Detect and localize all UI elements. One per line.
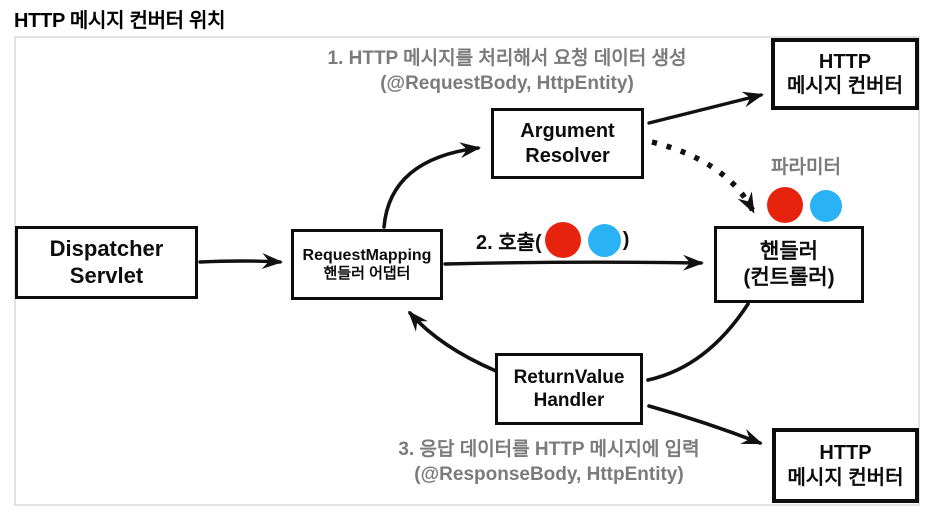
node-argument-resolver: Argument Resolver	[491, 108, 644, 179]
note-step1-line1: 1. HTTP 메시지를 처리해서 요청 데이터 생성	[327, 48, 687, 69]
parameter-blue-dot	[810, 190, 842, 222]
node-requestmapping-handler-adapter: RequestMapping 핸들러 어댑터	[291, 229, 443, 300]
node-label: 메시지 컨버터	[787, 466, 904, 489]
node-http-message-converter-bottom: HTTP 메시지 컨버터	[772, 428, 919, 503]
node-label: HTTP	[818, 50, 872, 73]
node-http-message-converter-top: HTTP 메시지 컨버터	[771, 38, 919, 110]
node-label: Servlet	[69, 262, 144, 288]
node-label: RequestMapping	[302, 246, 432, 264]
note-step1: 1. HTTP 메시지를 처리해서 요청 데이터 생성 (@RequestBod…	[272, 46, 742, 96]
note-step3-line2: (@ResponseBody, HttpEntity)	[414, 464, 684, 485]
note-step2-suffix: )	[622, 228, 630, 251]
node-label: Resolver	[525, 144, 610, 167]
note-step3-line1: 3. 응답 데이터를 HTTP 메시지에 입력	[398, 439, 700, 460]
node-label: Dispatcher	[49, 235, 164, 261]
node-label: 메시지 컨버터	[787, 75, 903, 97]
node-label: (컨트롤러)	[743, 265, 835, 289]
node-label: 핸들러	[760, 239, 818, 263]
note-step1-line2: (@RequestBody, HttpEntity)	[380, 73, 634, 94]
node-dispatcher-servlet: Dispatcher Servlet	[15, 226, 198, 299]
page-title: HTTP 메시지 컨버터 위치	[14, 10, 226, 32]
node-label: Handler	[533, 390, 605, 411]
parameter-label: 파라미터	[771, 157, 841, 178]
node-label: 핸들러 어댑터	[323, 265, 411, 283]
call-blue-dot	[587, 223, 621, 257]
node-label: Argument	[520, 120, 615, 143]
note-step2-prefix: 2. 호출(	[476, 231, 542, 254]
call-red-dot	[544, 222, 581, 258]
node-handler-controller: 핸들러 (컨트롤러)	[714, 226, 864, 303]
node-return-value-handler: ReturnValue Handler	[495, 353, 643, 425]
note-step2-call: 2. 호출( )	[476, 220, 629, 260]
node-label: HTTP	[819, 442, 872, 465]
note-step3: 3. 응답 데이터를 HTTP 메시지에 입력 (@ResponseBody, …	[309, 437, 789, 487]
node-label: ReturnValue	[513, 366, 625, 388]
parameter-red-dot	[767, 187, 803, 223]
